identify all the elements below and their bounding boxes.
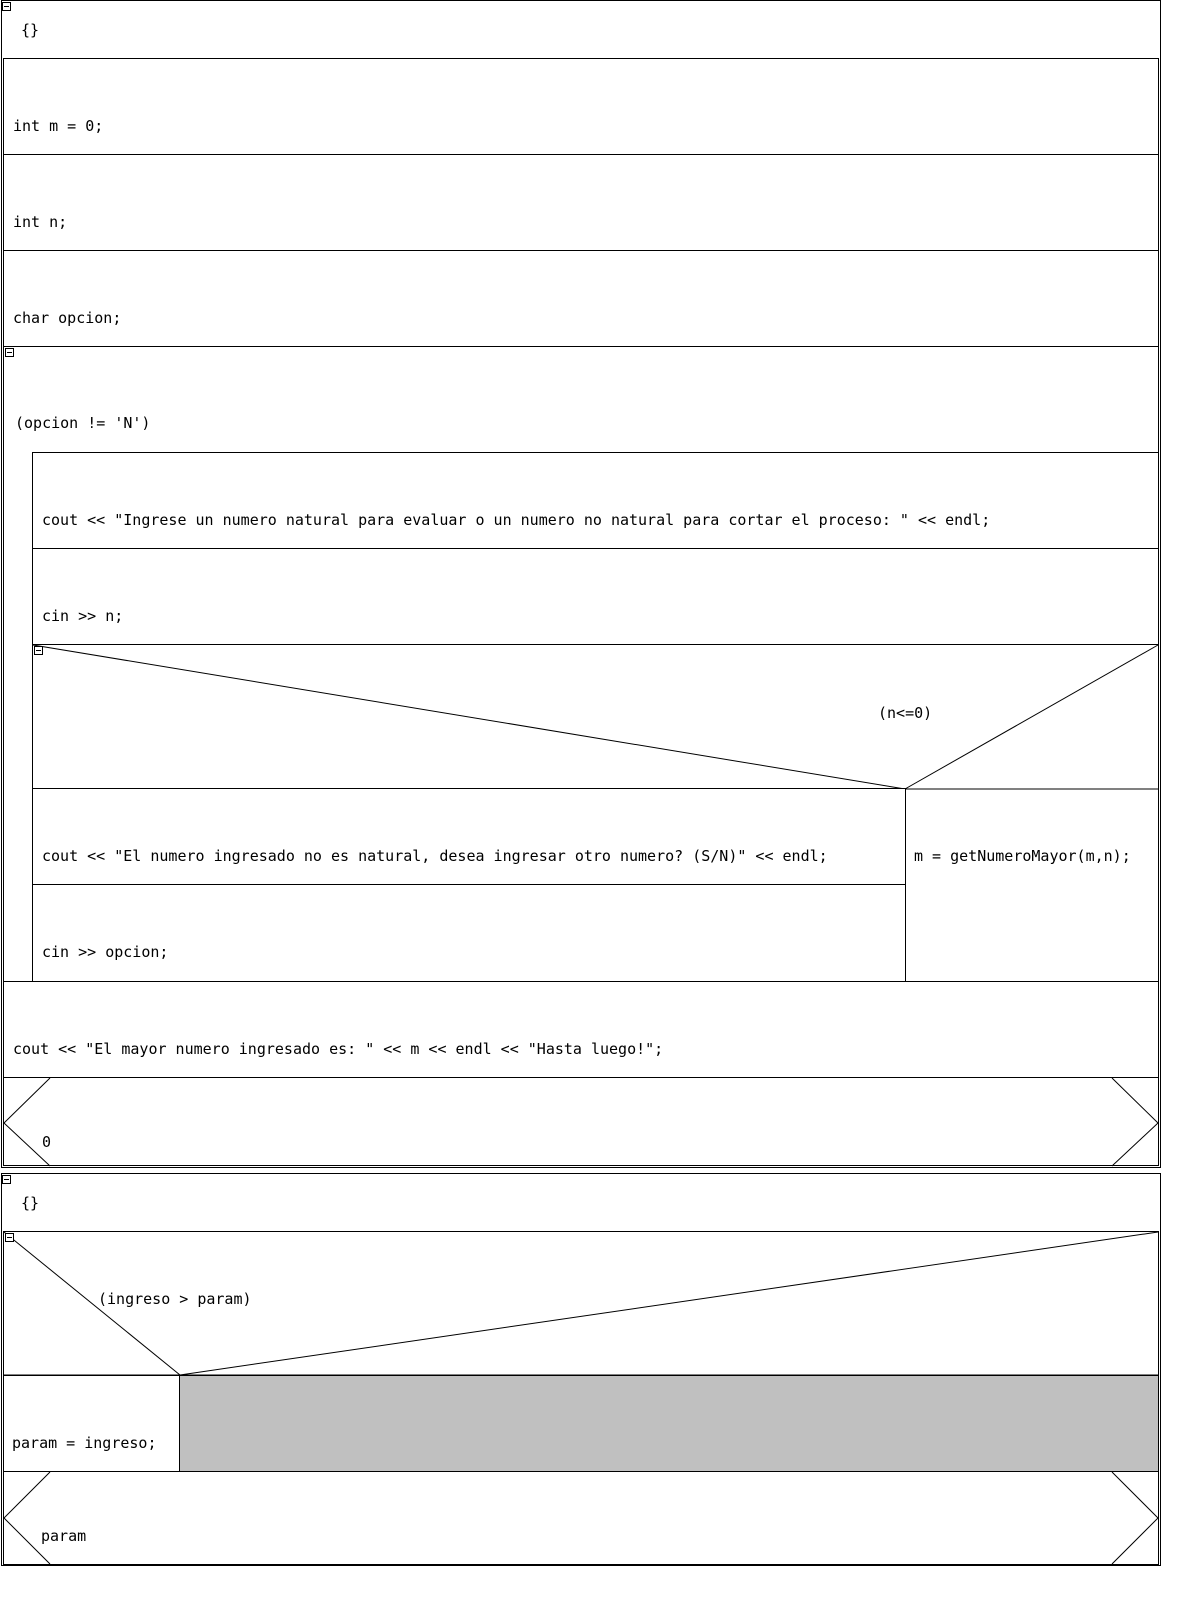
statement-true-assign[interactable]: [3, 1375, 180, 1472]
statement-text: cin >> n;: [42, 607, 124, 625]
if-condition: (n<=0): [878, 704, 933, 722]
main-header: {}: [21, 21, 40, 39]
collapse-toggle-icon[interactable]: [2, 1175, 11, 1184]
if-condition: (ingreso > param): [98, 1290, 252, 1308]
statement-text: cout << "Ingrese un numero natural para …: [42, 511, 991, 529]
collapse-toggle-icon[interactable]: [5, 1233, 14, 1242]
statement-text: int m = 0;: [13, 117, 104, 135]
collapse-toggle-icon[interactable]: [2, 2, 11, 11]
loop-condition: (opcion != 'N'): [15, 414, 151, 432]
collapse-toggle-icon[interactable]: [34, 646, 43, 655]
return-block[interactable]: [3, 1471, 1159, 1565]
statement-false-assign[interactable]: m = getNumeroMayor(m,n);: [914, 847, 1131, 865]
statement-text: int n;: [13, 213, 68, 231]
statement-text: cout << "El mayor numero ingresado es: "…: [13, 1040, 664, 1058]
return-value: param: [41, 1527, 87, 1545]
return-value: 0: [42, 1133, 52, 1151]
return-block[interactable]: [3, 1077, 1159, 1166]
empty-else-branch[interactable]: [179, 1375, 1159, 1472]
statement-text: char opcion;: [13, 309, 122, 327]
statement-text: cin >> opcion;: [42, 943, 169, 961]
statement-decl-opcion[interactable]: [3, 250, 1159, 347]
statement-text: param = ingreso;: [12, 1434, 157, 1452]
statement-read-n[interactable]: [32, 548, 1159, 645]
collapse-toggle-icon[interactable]: [5, 348, 14, 357]
function-header: {}: [21, 1194, 40, 1212]
statement-result[interactable]: [3, 981, 1159, 1078]
statement-decl-m[interactable]: [3, 58, 1159, 155]
statement-text: cout << "El numero ingresado no es natur…: [42, 847, 828, 865]
